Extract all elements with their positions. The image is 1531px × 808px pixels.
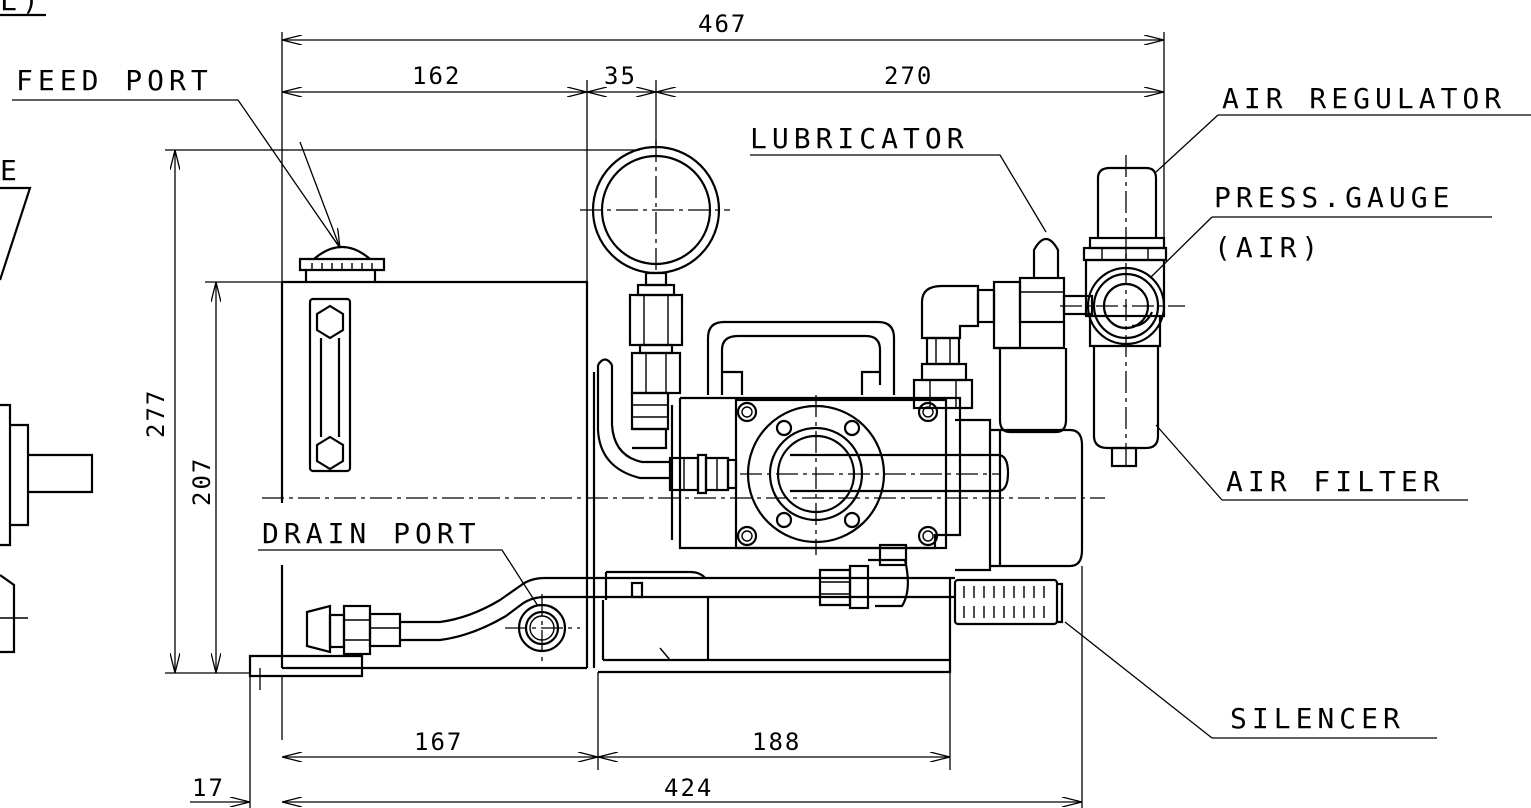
dim-277: 277 — [142, 389, 170, 438]
cut-top-label: L) — [0, 0, 44, 17]
dim-467: 467 — [698, 10, 747, 38]
callout-labels: FEED PORT LUBRICATOR AIR REGULATOR PRESS… — [16, 64, 1506, 735]
air-regulator-label: AIR REGULATOR — [1222, 82, 1506, 115]
center-lines — [259, 140, 1185, 690]
silencer-label: SILENCER — [1230, 702, 1405, 735]
air-filter-label: AIR FILTER — [1226, 465, 1445, 498]
dim-270: 270 — [884, 62, 933, 90]
dim-35: 35 — [604, 62, 637, 90]
cut-left-label: E — [0, 154, 22, 187]
dim-17: 17 — [192, 774, 225, 802]
dim-167: 167 — [414, 728, 463, 756]
oil-tank — [248, 246, 955, 678]
cut-off-left-assembly: L) E — [0, 0, 94, 654]
dim-424: 424 — [664, 774, 713, 802]
pump-body — [592, 320, 1084, 674]
lubricator-label: LUBRICATOR — [750, 122, 969, 155]
dim-207: 207 — [188, 457, 216, 506]
drain-port-label: DRAIN PORT — [262, 517, 481, 550]
press-gauge-label: PRESS.GAUGE — [1214, 181, 1454, 214]
silencer-body — [953, 578, 1064, 626]
dimension-values: 467 162 35 270 277 207 167 188 424 17 — [142, 10, 933, 802]
press-gauge-sub-label: (AIR) — [1214, 231, 1323, 264]
feed-port-label: FEED PORT — [16, 64, 213, 97]
elbow-fitting — [912, 284, 996, 410]
lubricator-body — [992, 237, 1094, 434]
air-regulator-body — [1082, 166, 1168, 468]
oil-pressure-gauge — [591, 145, 738, 495]
dimension-lines — [165, 32, 1165, 808]
leader-lines — [12, 99, 1531, 739]
dim-188: 188 — [752, 728, 801, 756]
dim-162: 162 — [412, 62, 461, 90]
